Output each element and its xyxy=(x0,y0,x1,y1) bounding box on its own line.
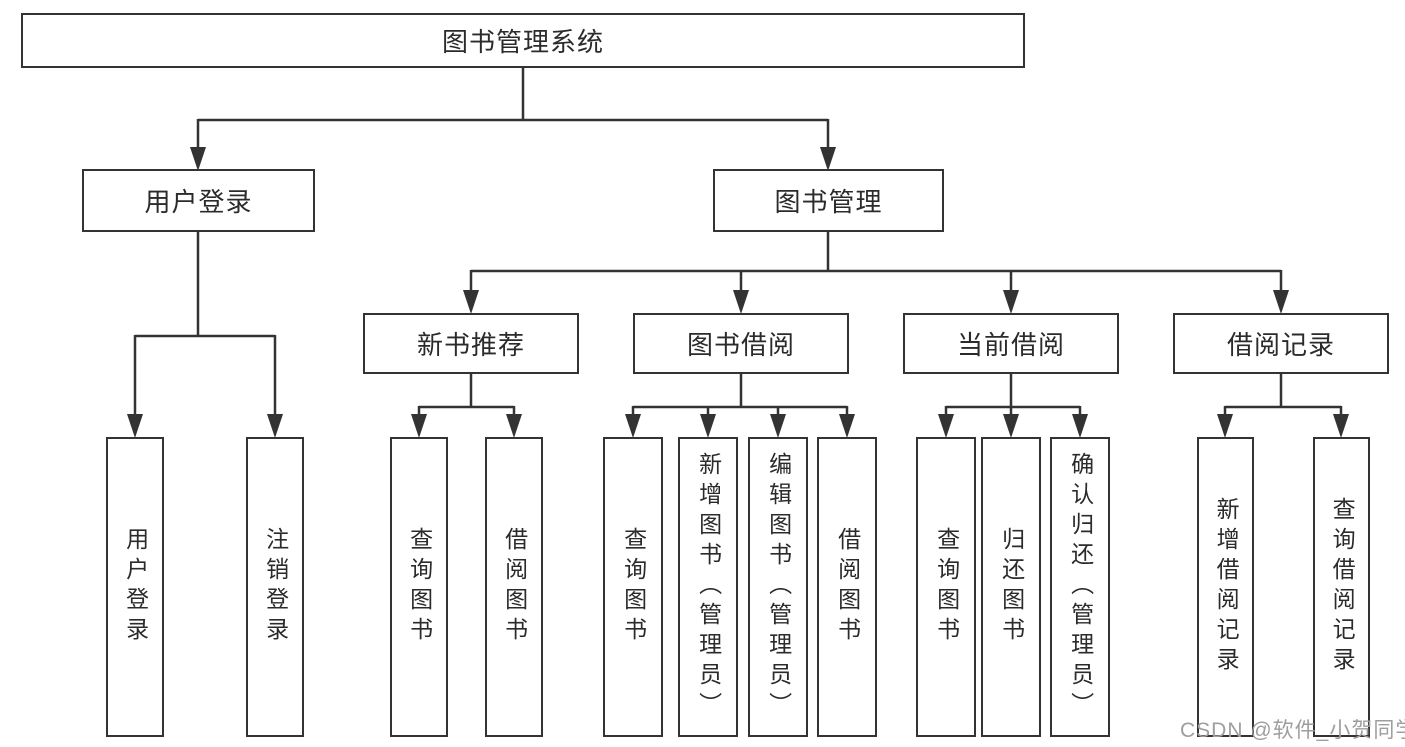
arrow-icon xyxy=(267,414,283,438)
connector-book-management-to-level3 xyxy=(469,232,1283,293)
connector-book-borrow xyxy=(631,374,849,417)
arrow-icon xyxy=(700,414,716,438)
leaf-query-borrow-record-label: 查询借阅记录 xyxy=(1329,497,1356,677)
arrow-icon xyxy=(839,414,855,438)
arrow-icon xyxy=(463,290,479,314)
arrowheads xyxy=(127,147,1349,438)
arrow-icon xyxy=(1003,414,1019,438)
arrow-icon xyxy=(625,414,641,438)
node-new-book-recommend-label: 新书推荐 xyxy=(416,330,525,360)
arrow-icon xyxy=(506,414,522,438)
node-book-borrow-label: 图书借阅 xyxy=(686,330,795,360)
arrow-icon xyxy=(1072,414,1088,438)
leaf-borrow-books: 借阅图书 xyxy=(817,437,877,737)
node-book-management-label: 图书管理 xyxy=(774,187,883,217)
arrow-icon xyxy=(820,147,836,171)
arrow-icon xyxy=(1217,414,1233,438)
leaf-add-borrow-record: 新增借阅记录 xyxy=(1197,437,1254,737)
arrow-icon xyxy=(770,414,786,438)
leaf-confirm-return-admin-label: 确认归还（管理员） xyxy=(1067,452,1094,722)
node-user-login: 用户登录 xyxy=(82,169,315,232)
leaf-add-book-admin-label: 新增图书（管理员） xyxy=(695,452,722,722)
arrow-icon xyxy=(127,414,143,438)
node-borrow-records-label: 借阅记录 xyxy=(1226,330,1335,360)
node-current-borrow-label: 当前借阅 xyxy=(956,330,1065,360)
connector-borrow-records xyxy=(1223,374,1343,417)
arrow-icon xyxy=(1003,290,1019,314)
node-book-management: 图书管理 xyxy=(713,169,944,232)
watermark: CSDN @软件_小贺同学 xyxy=(1180,719,1405,742)
arrow-icon xyxy=(1273,290,1289,314)
leaf-borrow-books-recommend: 借阅图书 xyxy=(485,437,543,737)
leaf-return-book-label: 归还图书 xyxy=(998,527,1025,647)
leaf-user-login-label: 用户登录 xyxy=(122,527,149,647)
node-new-book-recommend: 新书推荐 xyxy=(363,313,579,374)
leaf-return-book: 归还图书 xyxy=(981,437,1041,737)
leaf-borrow-books-recommend-label: 借阅图书 xyxy=(501,527,528,647)
leaf-add-book-admin: 新增图书（管理员） xyxy=(678,437,738,737)
leaf-confirm-return-admin: 确认归还（管理员） xyxy=(1050,437,1110,737)
connector-current-borrow xyxy=(944,374,1082,417)
leaf-query-books-recommend: 查询图书 xyxy=(390,437,448,737)
node-root-label: 图书管理系统 xyxy=(441,27,604,57)
arrow-icon xyxy=(411,414,427,438)
leaf-logout: 注销登录 xyxy=(246,437,304,737)
leaf-borrow-books-label: 借阅图书 xyxy=(834,527,861,647)
node-user-login-label: 用户登录 xyxy=(144,187,253,217)
connector-root-to-level2 xyxy=(196,68,830,149)
leaf-query-books-borrow-label: 查询图书 xyxy=(620,527,647,647)
leaf-user-login: 用户登录 xyxy=(106,437,164,737)
leaf-query-books-current: 查询图书 xyxy=(916,437,976,737)
arrow-icon xyxy=(938,414,954,438)
node-current-borrow: 当前借阅 xyxy=(903,313,1119,374)
leaf-query-books-current-label: 查询图书 xyxy=(933,527,960,647)
leaf-edit-book-admin: 编辑图书（管理员） xyxy=(748,437,808,737)
connector-user-login-to-leaves xyxy=(133,232,277,416)
node-borrow-records: 借阅记录 xyxy=(1173,313,1389,374)
leaf-add-borrow-record-label: 新增借阅记录 xyxy=(1213,497,1240,677)
leaf-query-books-borrow: 查询图书 xyxy=(603,437,663,737)
arrow-icon xyxy=(1333,414,1349,438)
node-book-borrow: 图书借阅 xyxy=(633,313,849,374)
leaf-query-books-recommend-label: 查询图书 xyxy=(406,527,433,647)
node-root: 图书管理系统 xyxy=(21,13,1025,68)
leaf-query-borrow-record: 查询借阅记录 xyxy=(1313,437,1370,737)
leaf-edit-book-admin-label: 编辑图书（管理员） xyxy=(765,452,792,722)
arrow-icon xyxy=(733,290,749,314)
arrow-icon xyxy=(190,147,206,171)
leaf-logout-label: 注销登录 xyxy=(262,527,289,647)
connector-new-book-recommend xyxy=(417,374,516,417)
